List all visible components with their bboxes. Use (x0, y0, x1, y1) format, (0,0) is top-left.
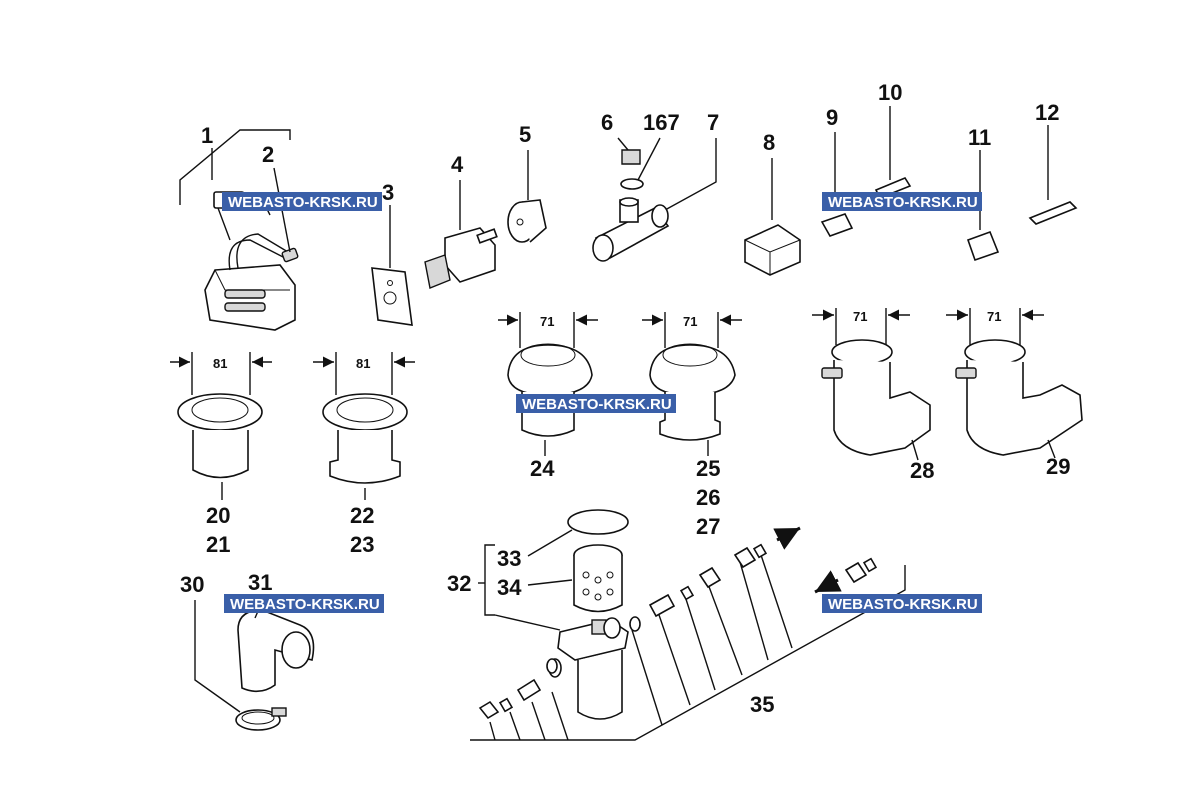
svg-text:WEBASTO-KRSK.RU: WEBASTO-KRSK.RU (828, 596, 978, 613)
dim-label-20: 81 (213, 356, 227, 371)
callout-32: 32 (447, 571, 471, 596)
watermark-5: WEBASTO-KRSK.RU (822, 594, 982, 613)
part-20-outlet (177, 393, 263, 500)
callout-35: 35 (750, 692, 774, 717)
callout-20: 20 (206, 503, 230, 528)
part-8-housing (744, 158, 801, 276)
svg-text:WEBASTO-KRSK.RU: WEBASTO-KRSK.RU (522, 396, 672, 413)
watermark-4: WEBASTO-KRSK.RU (224, 594, 384, 613)
part-1-control-unit (179, 129, 299, 331)
callout-7: 7 (707, 110, 719, 135)
dim-label-22: 81 (356, 356, 370, 371)
callout-167: 167 (643, 110, 680, 135)
dim-label-24: 71 (540, 314, 554, 329)
callout-10: 10 (878, 80, 902, 105)
callout-21: 21 (206, 532, 230, 557)
part-9-terminal (820, 132, 854, 237)
callout-6: 6 (601, 110, 613, 135)
part-25-outlet (649, 343, 736, 456)
callout-27: 27 (696, 514, 720, 539)
part-29-elbow (955, 339, 1083, 459)
callout-2: 2 (262, 142, 274, 167)
callout-24: 24 (530, 456, 555, 481)
callout-11: 11 (968, 125, 991, 150)
svg-text:WEBASTO-KRSK.RU: WEBASTO-KRSK.RU (230, 596, 380, 613)
dim-label-28: 71 (853, 309, 867, 324)
dim-label-29: 71 (987, 309, 1001, 324)
watermark-3: WEBASTO-KRSK.RU (516, 394, 676, 413)
dim-71-28 (812, 308, 910, 345)
callout-26: 26 (696, 485, 720, 510)
dim-81-left (170, 352, 272, 395)
callout-34: 34 (497, 575, 522, 600)
part-3-plate (371, 205, 413, 326)
part-12-terminal-pin (1028, 125, 1078, 225)
callout-9: 9 (826, 105, 838, 130)
part-10-terminal (874, 106, 912, 200)
part-35-fittings (470, 526, 906, 741)
svg-text:WEBASTO-KRSK.RU: WEBASTO-KRSK.RU (228, 194, 378, 211)
part-22-outlet (322, 393, 408, 500)
callout-1: 1 (201, 123, 213, 148)
callout-8: 8 (763, 130, 775, 155)
callout-33: 33 (497, 546, 521, 571)
callout-31: 31 (248, 570, 272, 595)
part-5-round-connector (507, 150, 547, 243)
part-7-t-piece (592, 138, 717, 262)
part-30-hose-clamp (194, 600, 287, 731)
part-28-elbow (821, 339, 931, 461)
callout-29: 29 (1046, 454, 1070, 479)
dim-71-25 (642, 312, 742, 348)
part-34-filter-element (527, 544, 623, 613)
callout-5: 5 (519, 122, 531, 147)
callout-25: 25 (696, 456, 720, 481)
callout-22: 22 (350, 503, 374, 528)
watermark-1: WEBASTO-KRSK.RU (222, 192, 382, 211)
dim-81-mid (313, 352, 415, 395)
callout-12: 12 (1035, 100, 1059, 125)
part-4-switch (424, 180, 498, 289)
callout-30: 30 (180, 572, 204, 597)
dim-label-25: 71 (683, 314, 697, 329)
callout-3: 3 (382, 180, 394, 205)
part-31-elbow-hose (237, 594, 315, 693)
dim-71-29 (946, 308, 1044, 345)
dim-71-24 (498, 312, 598, 348)
fuel-filter-housing (548, 617, 629, 720)
callout-23: 23 (350, 532, 374, 557)
callout-4: 4 (451, 152, 464, 177)
part-167-seal-ring (620, 137, 661, 190)
part-32-fuel-filter-bracket (478, 544, 561, 631)
part-6-plug (617, 137, 641, 165)
callout-28: 28 (910, 458, 934, 483)
svg-text:WEBASTO-KRSK.RU: WEBASTO-KRSK.RU (828, 194, 978, 211)
part-33-filter-disc (527, 509, 629, 557)
watermark-2: WEBASTO-KRSK.RU (822, 192, 982, 211)
part-11-terminal (966, 150, 1000, 262)
